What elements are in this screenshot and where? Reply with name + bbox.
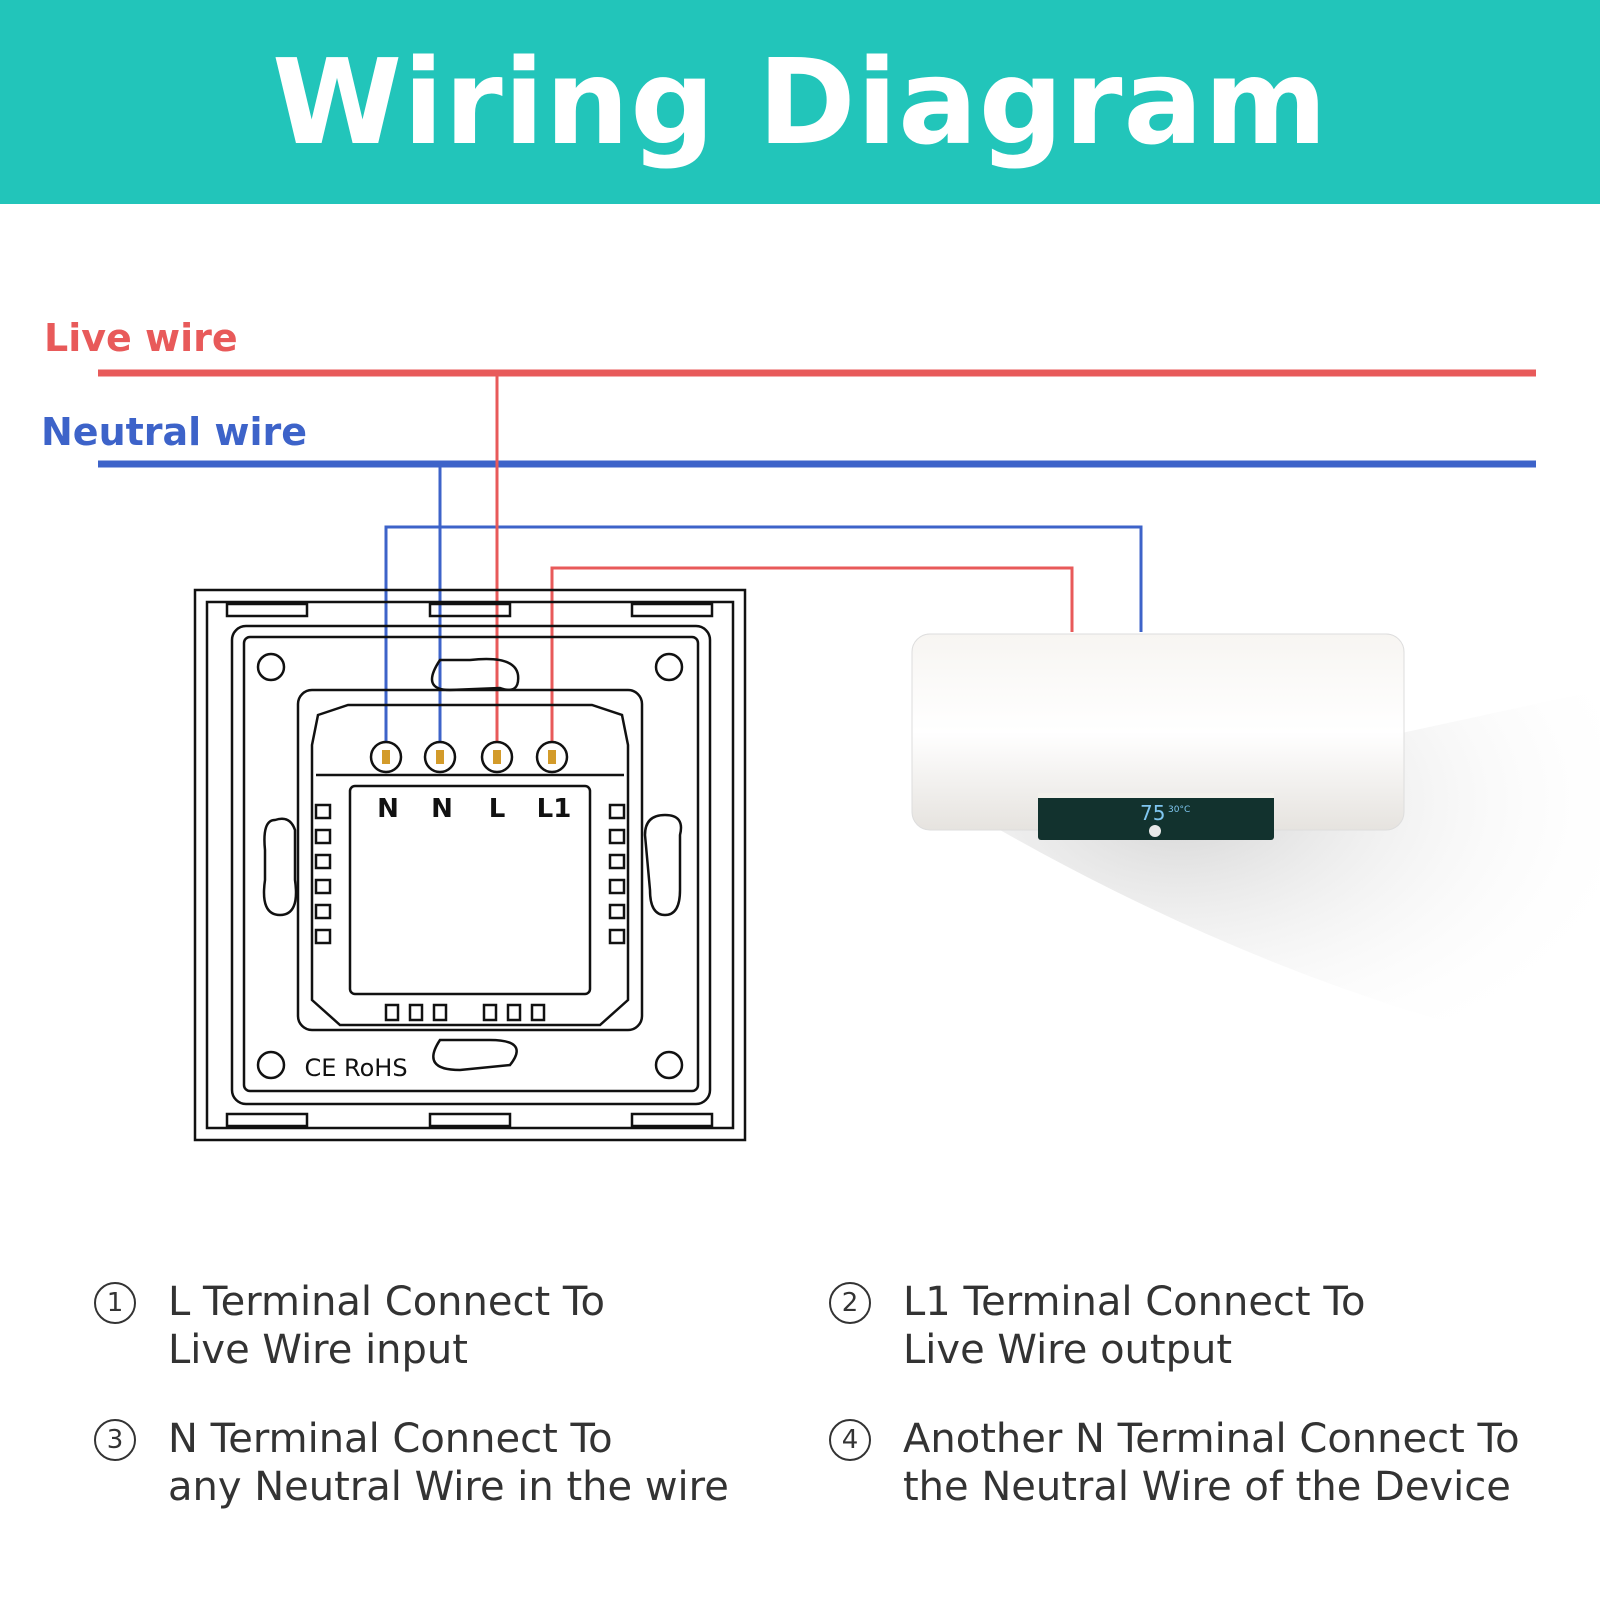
step-line: L Terminal Connect To [168, 1279, 605, 1325]
terminal-label: L1 [537, 794, 572, 824]
step-line: N Terminal Connect To [168, 1416, 613, 1462]
step-number: 3 [94, 1419, 136, 1461]
live-wire-label: Live wire [44, 316, 238, 360]
step-line: L1 Terminal Connect To [903, 1279, 1366, 1325]
live-output-connection [550, 566, 1074, 757]
terminal-label: N [431, 794, 453, 824]
heater-shadow [1000, 690, 1600, 1060]
step-line: Live Wire input [168, 1327, 468, 1373]
step-line: Live Wire output [903, 1327, 1233, 1373]
step-line: Another N Terminal Connect To [903, 1416, 1520, 1462]
step-line: any Neutral Wire in the wire [168, 1464, 729, 1510]
water-heater: 75 30°C [911, 633, 1405, 840]
terminal-label: L [489, 794, 506, 824]
heater-display-temp: 75 [1140, 801, 1165, 825]
page-title: Wiring Diagram [271, 33, 1329, 171]
terminal-screws [369, 740, 569, 774]
certification-marks: CE RoHS [304, 1054, 407, 1082]
terminal-label: N [377, 794, 399, 824]
step-number: 1 [94, 1282, 136, 1324]
neutral-wire-label: Neutral wire [41, 410, 308, 454]
step-line: the Neutral Wire of the Device [903, 1464, 1511, 1510]
neutral-device-connection [384, 525, 1143, 757]
header-banner: Wiring Diagram [0, 0, 1600, 204]
switch-back-plate [193, 588, 747, 1142]
step-number: 4 [829, 1419, 871, 1461]
step-number: 2 [829, 1282, 871, 1324]
heater-display-secondary: 30°C [1168, 805, 1190, 815]
side-clips [314, 803, 626, 1022]
